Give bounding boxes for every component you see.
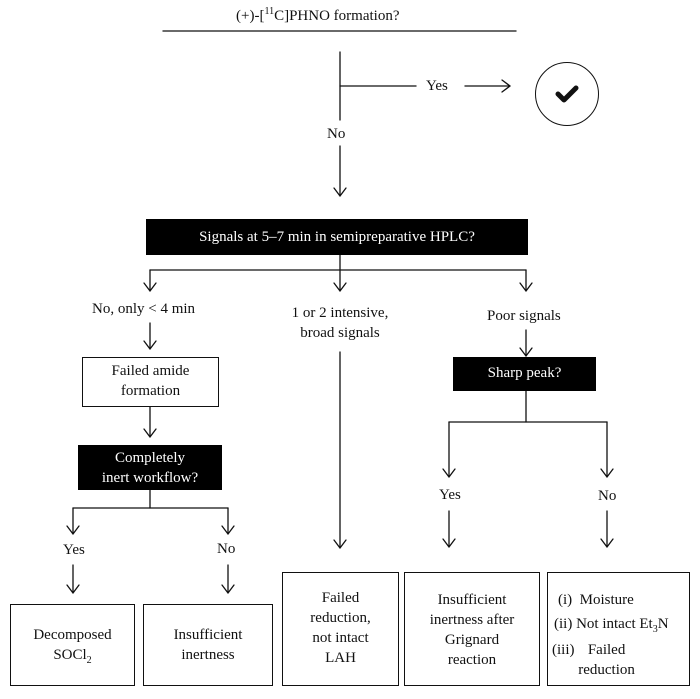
outcome-decomposed-socl2: Decomposed SOCl2 [10,604,135,686]
left-no-label: No [217,541,236,557]
left-yes-label: Yes [63,542,85,558]
outcome-grignard-inertness: Insufficient inertness after Grignard re… [404,572,540,686]
right-branch-label: Poor signals [487,308,561,324]
failed-amide-box: Failed amide formation [82,357,219,407]
cause-item-3: (iii) Failed reduction [552,642,635,678]
sharp-peak-question-box: Sharp peak? [453,357,596,391]
middle-branch-label: 1 or 2 intensive, broad signals [291,305,389,341]
cause-item-1: (i) Moisture [558,592,634,608]
left-branch-label: No, only < 4 min [92,301,196,317]
cause-item-2: (ii) Not intact Et3N [554,616,669,635]
outcome-causes-list: (i) Moisture (ii) Not intact Et3N (iii) … [547,572,690,686]
outcome-insufficient-inertness: Insufficient inertness [143,604,273,686]
outcome-failed-reduction-lah: Failed reduction, not intact LAH [282,572,399,686]
hplc-question-box: Signals at 5–7 min in semipreparative HP… [146,219,528,255]
right-no-label: No [598,488,617,504]
title: (+)-[11C]PHNO formation? [236,6,400,25]
top-no-label: No [327,126,346,142]
success-indicator [535,62,599,126]
right-yes-label: Yes [439,487,461,503]
top-yes-label: Yes [426,78,448,94]
checkmark-icon [555,85,578,102]
inert-workflow-question-box: Completely inert workflow? [78,445,222,490]
